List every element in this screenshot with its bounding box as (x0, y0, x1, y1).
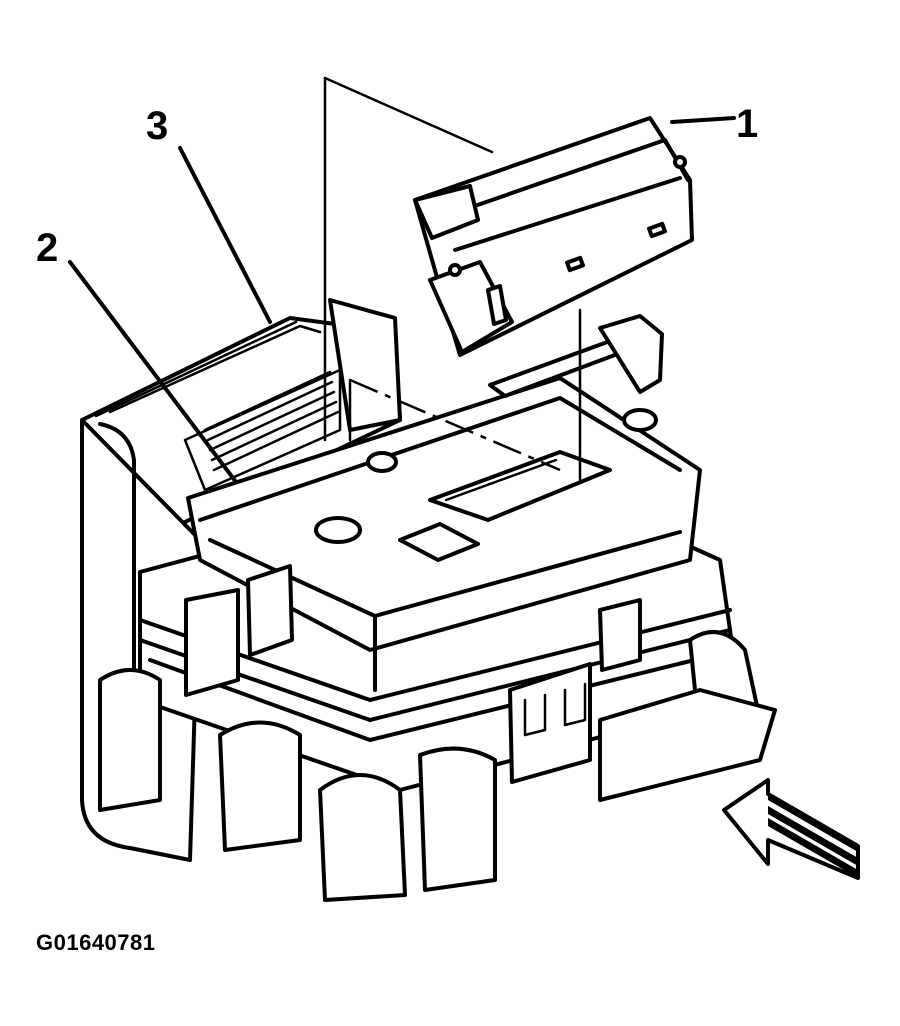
assembly-guide-lines (323, 76, 582, 482)
relay-module-1 (413, 116, 694, 357)
callout-1: 1 (736, 102, 759, 146)
bracket-vent-slots (203, 370, 340, 472)
relay-block-housing-2 (98, 314, 777, 902)
figure-id: G01640781 (36, 930, 156, 955)
callout-leaders (68, 116, 736, 484)
callout-3: 3 (146, 104, 169, 148)
view-direction-arrow-icon (722, 778, 860, 880)
callout-2: 2 (36, 226, 59, 270)
